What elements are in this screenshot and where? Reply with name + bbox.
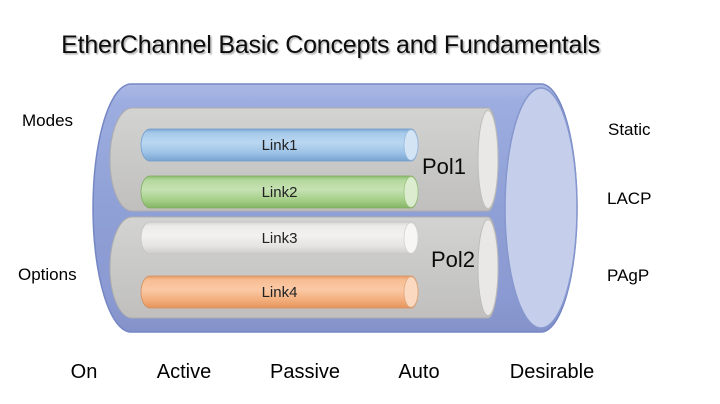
- label-lacp: LACP: [607, 189, 652, 208]
- link2-cylinder-cap: [403, 176, 419, 208]
- label-options: Options: [18, 265, 77, 284]
- link3-cylinder-cap: [403, 222, 419, 254]
- link1-cylinder: [140, 128, 419, 162]
- link4-label: Link4: [261, 284, 298, 301]
- pol2-label: Pol2: [431, 247, 476, 272]
- bundle-cylinder-cap: [504, 87, 578, 329]
- label-on: On: [70, 361, 98, 383]
- link2-label: Link2: [261, 184, 298, 201]
- page-title: EtherChannel Basic Concepts and Fundamen…: [61, 31, 600, 59]
- pol2-cylinder-cap: [477, 219, 499, 316]
- pol1-label: Pol1: [422, 154, 467, 179]
- label-passive: Passive: [269, 361, 341, 383]
- link1-cylinder-cap: [403, 129, 419, 161]
- link3-label: Link3: [261, 230, 298, 247]
- link4-cylinder-cap: [403, 276, 419, 308]
- label-modes: Modes: [22, 111, 74, 130]
- label-static: Static: [608, 120, 651, 139]
- link4-cylinder: [140, 275, 419, 309]
- label-active: Active: [156, 361, 212, 383]
- label-pagp: PAgP: [607, 266, 650, 285]
- label-desirable: Desirable: [509, 361, 595, 383]
- link1-label: Link1: [261, 137, 298, 154]
- label-auto: Auto: [398, 361, 440, 383]
- link3-cylinder: [140, 221, 419, 255]
- link2-cylinder: [140, 175, 419, 209]
- pol1-cylinder-cap: [477, 110, 499, 209]
